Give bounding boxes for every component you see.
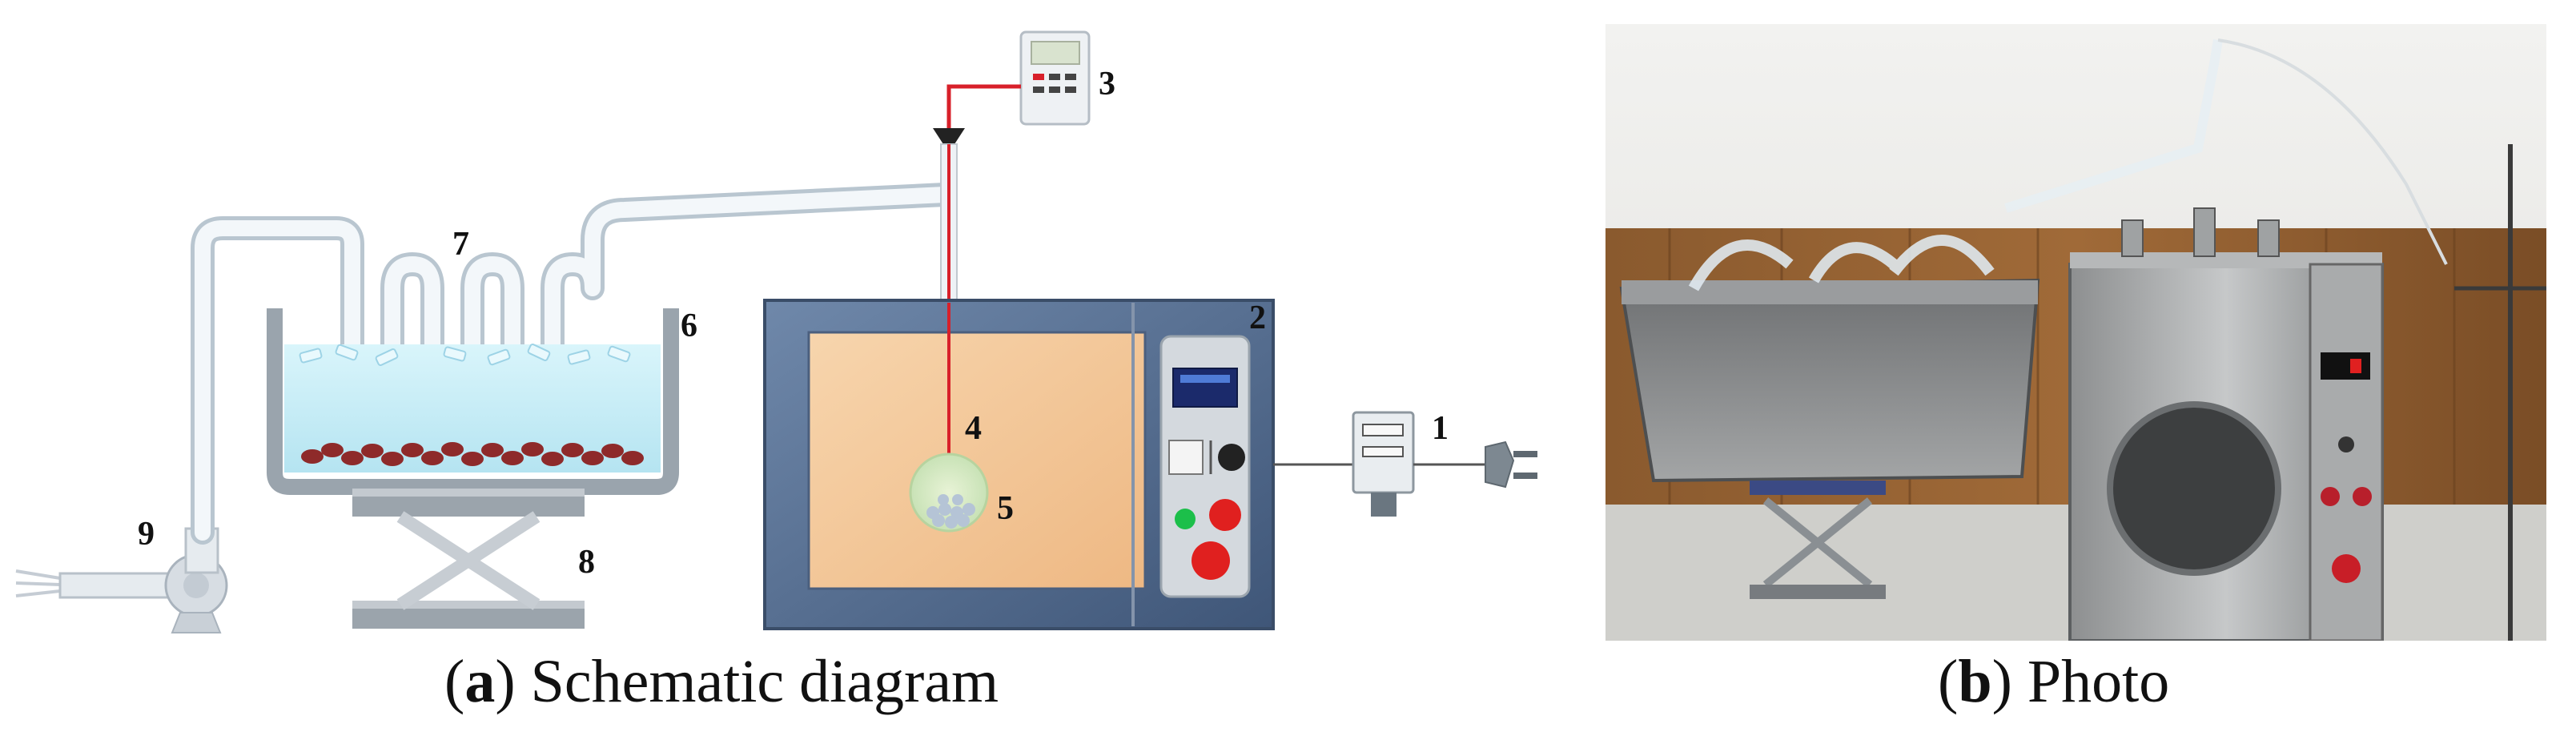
label-4: 4 [965,410,982,447]
glass-tube [2004,39,2223,213]
photo-lab-jack [1750,481,1886,599]
label-6: 6 [681,308,697,344]
caption-b-letter: b [1958,648,1992,715]
label-2: 2 [1249,300,1266,336]
photo-red-button [2332,554,2361,583]
oven-meter [1168,440,1204,475]
label-7: 7 [452,226,469,263]
red-knob [1209,499,1241,531]
water-bath [267,308,679,495]
microwave-oven [763,299,1275,630]
glass-u-tubes [1688,235,1995,292]
photo-display [2321,352,2370,380]
schematic-diagram-panel: 1 2 3 4 5 6 7 8 9 [15,30,1537,633]
photo-water-bath [1619,278,2040,483]
label-9: 9 [138,516,155,553]
label-5: 5 [997,490,1014,527]
caption-b-text: Photo [2027,648,2170,715]
black-knob [1218,444,1245,471]
caption-a-text: Schematic diagram [530,648,999,715]
power-meter [1273,411,1489,517]
caption-b: (b) Photo [1938,648,2170,715]
wire-connector [933,128,965,144]
green-indicator [1175,509,1196,529]
red-button [1192,541,1230,580]
power-plug [1485,440,1537,489]
pump-inlet [15,569,182,599]
photo-illustration [1605,24,2546,642]
photo-oven-window [2107,401,2281,576]
label-3: 3 [1099,66,1115,103]
label-8: 8 [578,544,595,581]
caption-a: (a) Schematic diagram [444,648,999,715]
sample-particles [301,442,644,466]
thermocouple-wire [946,84,1021,128]
photo-panel [1605,24,2546,642]
ice-pieces [299,344,631,366]
pump [164,527,228,633]
vessel-sample [926,494,975,529]
lifting-platform [352,489,585,629]
display-screen [1172,368,1238,408]
temperature-controller [1019,30,1091,126]
schematic-svg: 1 2 3 4 5 6 7 8 9 [15,30,1537,633]
caption-a-letter: a [464,648,496,715]
label-1: 1 [1432,410,1449,447]
